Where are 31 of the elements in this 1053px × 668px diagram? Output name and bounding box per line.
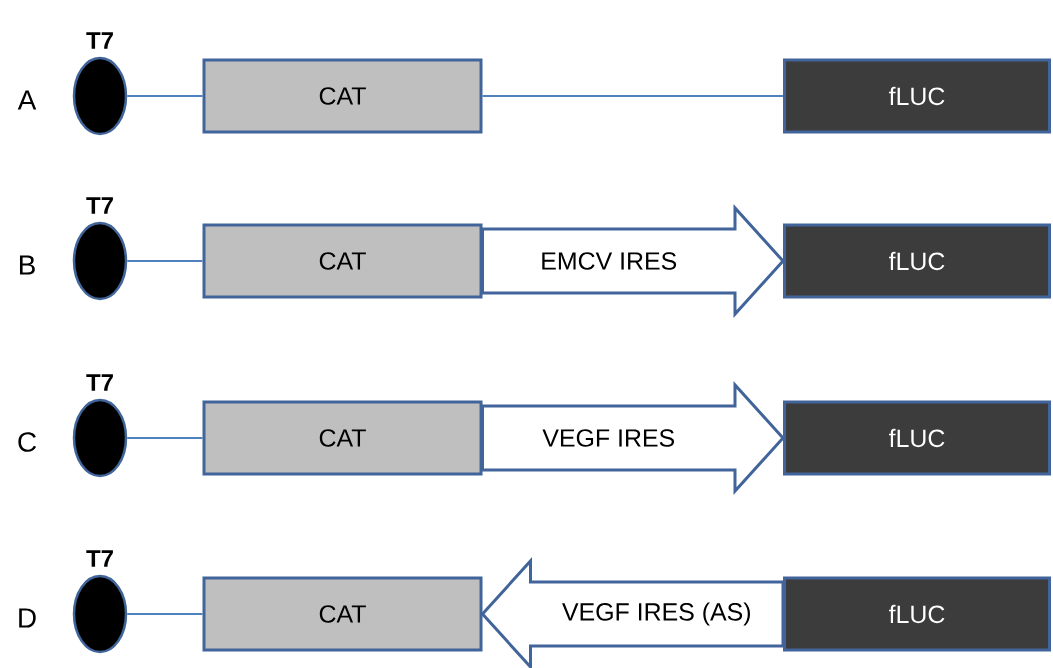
block-arrow [481,204,786,318]
gene-box: CAT [202,223,483,299]
row-letter: C [18,432,36,452]
gene-box: CAT [202,576,483,652]
connector-line [481,95,784,97]
gene-box: fLUC [783,223,1051,299]
gene-box: CAT [202,400,483,476]
node-label: T7 [86,374,113,391]
node-label: T7 [86,32,113,49]
gene-box: fLUC [783,576,1051,652]
node-label: T7 [86,550,113,567]
connector-line [126,613,204,615]
connector-line [126,95,204,97]
row-letter: A [17,90,37,110]
block-arrow [481,381,786,495]
promoter-oval: T7 [72,550,128,654]
edge-label: VEGF IRES (AS) [562,602,750,626]
gene-box: fLUC [783,400,1051,476]
row-letter: D [19,608,36,628]
promoter-oval: T7 [72,32,128,136]
gene-box: fLUC [783,58,1051,134]
node-label: T7 [86,197,113,214]
edge-label: EMCV IRES [542,252,677,270]
block-arrow [480,557,785,668]
edge-label: VEGF IRES [542,429,675,447]
promoter-oval: T7 [72,197,128,301]
connector-line [126,260,204,262]
gene-box: CAT [202,58,483,134]
row-letter: B [20,255,35,275]
connector-line [126,437,204,439]
promoter-oval: T7 [72,374,128,478]
